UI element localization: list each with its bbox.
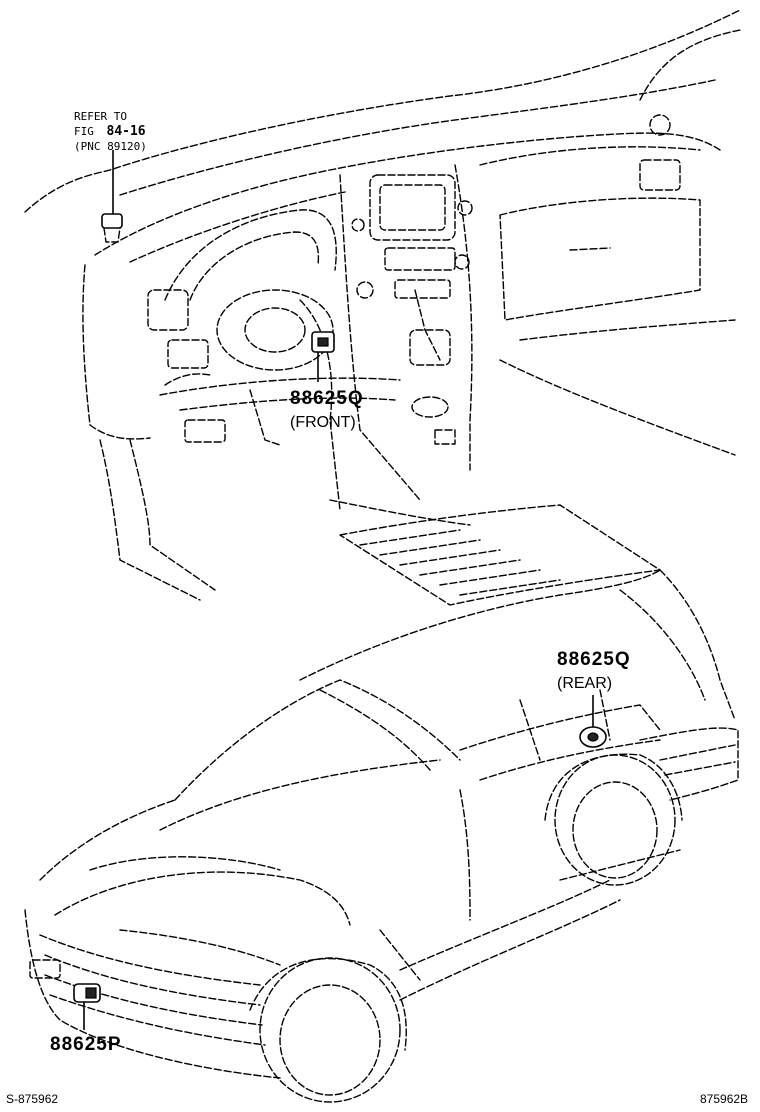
part-number-front: 88625Q [290,388,364,409]
refer-part-illustration [101,150,123,243]
refer-to-line2: FIG 84-16 [74,124,146,139]
vehicle-illustration [24,504,739,1103]
part-88625p-illustration [73,983,101,1030]
refer-to-line1: REFER TO [74,110,127,123]
footer-right-code: 875962B [700,1092,748,1106]
refer-fig-number: 84-16 [107,124,146,139]
footer-left-code: S-875962 [6,1092,58,1106]
refer-fig-prefix: FIG [74,125,94,138]
part-88625q-front-illustration [311,331,335,382]
part-88625q-rear-illustration [579,695,607,748]
part-number-rear: 88625Q [557,649,631,670]
part-position-rear: (REAR) [557,675,612,692]
part-number-p: 88625P [50,1034,122,1055]
part-position-front: (FRONT) [290,414,356,431]
dashboard-illustration [24,9,741,601]
refer-to-line3: (PNC 89120) [74,140,147,153]
